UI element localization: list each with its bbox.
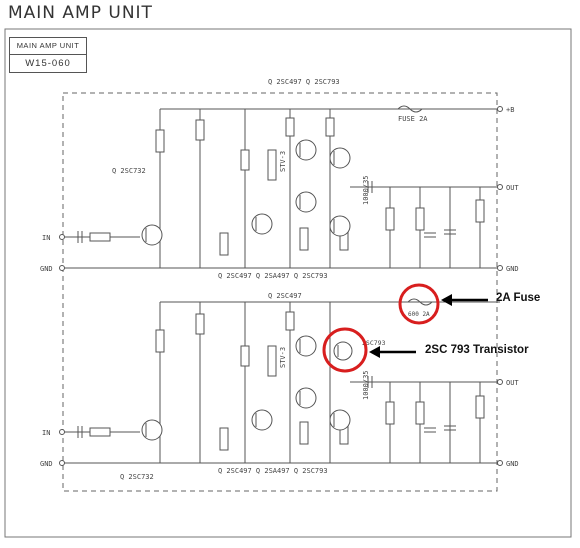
channel-bottom-labels: Q 2SC497 Q 2SC732 Q 2SC497 Q 2SA497 Q 2S… <box>40 292 519 481</box>
top-fuse-label: FUSE 2A <box>398 115 428 123</box>
bottom-input-label: IN <box>42 429 50 437</box>
top-output-cap-label: 1000/35 <box>362 175 370 205</box>
channel-top <box>59 105 503 271</box>
transistor-arrow-head <box>369 346 380 358</box>
title-box-name: MAIN AMP UNIT <box>10 38 86 55</box>
bottom-ground-in-label: GND <box>40 460 53 468</box>
title-box-part-number: W15-060 <box>25 58 71 69</box>
bottom-output-label: OUT <box>506 379 519 387</box>
transistor-annotation-label: 2SC 793 Transistor <box>425 344 529 356</box>
bottom-left-transistor: Q 2SC732 <box>120 473 154 481</box>
fuse-highlight-circle <box>398 283 440 325</box>
channel-top-labels: Q 2SC497 Q 2SC793 Q 2SC732 Q 2SC497 Q 2S… <box>40 78 519 280</box>
transistor-highlight-circle <box>322 327 368 373</box>
transistor-highlight <box>322 327 416 373</box>
bottom-fuse-label: 600 2A <box>408 311 430 318</box>
top-supply-label: +B <box>506 106 514 114</box>
bottom-ground-out-label: GND <box>506 460 519 468</box>
top-ground-in-label: GND <box>40 265 53 273</box>
top-diode-label: STV-3 <box>279 151 287 172</box>
bottom-output-cap-label: 1000/35 <box>362 370 370 400</box>
top-output-label: OUT <box>506 184 519 192</box>
fuse-annotation-label: 2A Fuse <box>496 292 541 304</box>
fuse-arrow-head <box>441 294 452 306</box>
fuse-highlight <box>398 283 488 325</box>
channel-bottom <box>59 298 503 466</box>
top-header-transistors: Q 2SC497 Q 2SC793 <box>268 78 340 86</box>
bottom-bottom-transistors: Q 2SC497 Q 2SA497 Q 2SC793 <box>218 467 328 475</box>
bottom-transistor-label: 2SC793 <box>362 339 386 347</box>
title-box: MAIN AMP UNIT W15-060 <box>9 37 87 73</box>
top-input-label: IN <box>42 234 50 242</box>
unit-boundary <box>62 92 498 492</box>
page-title: MAIN AMP UNIT <box>8 3 153 23</box>
bottom-diode-label: STV-3 <box>279 347 287 368</box>
top-ground-out-label: GND <box>506 265 519 273</box>
outer-frame <box>4 28 572 538</box>
top-bottom-transistors: Q 2SC497 Q 2SA497 Q 2SC793 <box>218 272 328 280</box>
top-left-transistor: Q 2SC732 <box>112 167 146 175</box>
bottom-header-transistors: Q 2SC497 <box>268 292 302 300</box>
